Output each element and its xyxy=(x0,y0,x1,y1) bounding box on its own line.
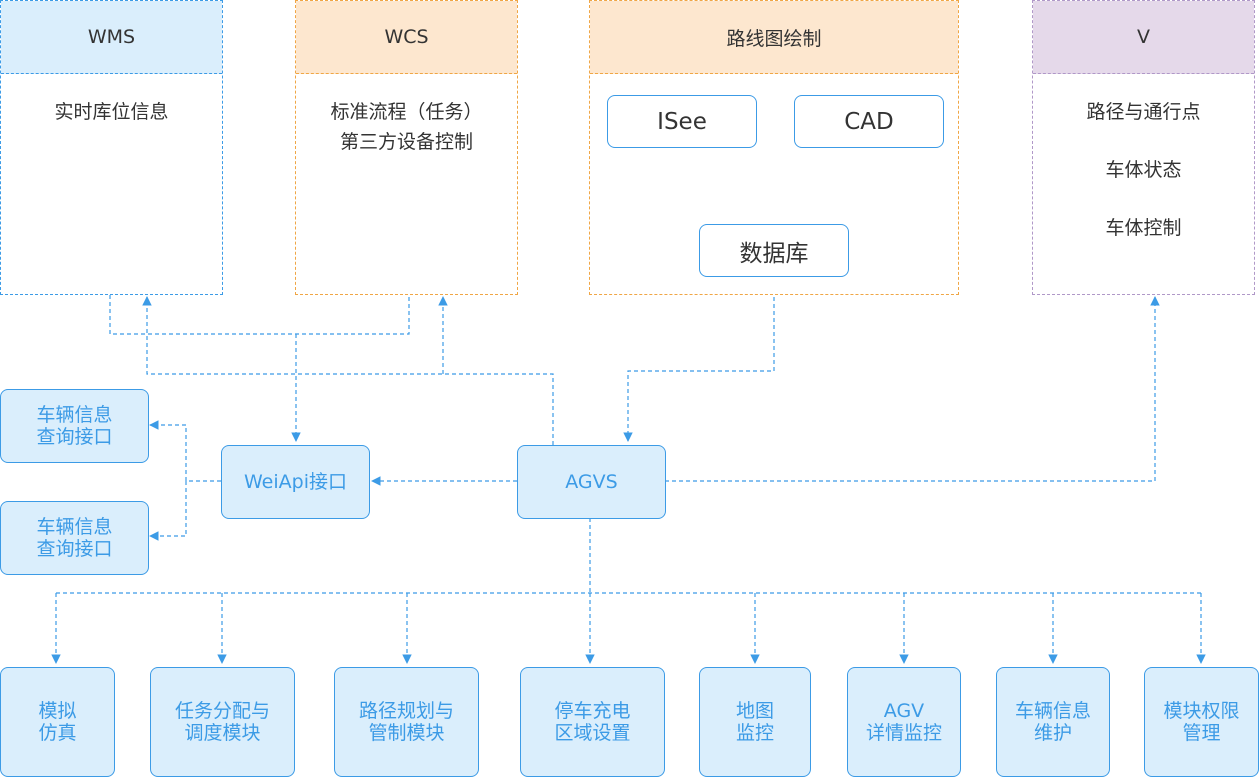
wms-panel: WMS 实时库位信息 xyxy=(0,0,223,295)
cad-box: CAD xyxy=(794,95,944,148)
module-task-scheduling: 任务分配与 调度模块 xyxy=(150,667,295,777)
module-parking-charging: 停车充电 区域设置 xyxy=(520,667,665,777)
module-map-monitor: 地图 监控 xyxy=(699,667,811,777)
v-line-2: 车体状态 xyxy=(1105,159,1182,181)
wms-line-1: 实时库位信息 xyxy=(54,101,169,123)
database-box: 数据库 xyxy=(699,224,849,277)
wcs-line-1: 标准流程（任务） xyxy=(330,101,483,123)
module-path-planning: 路径规划与 管制模块 xyxy=(334,667,479,777)
vehicle-query-interface-1: 车辆信息 查询接口 xyxy=(0,389,149,463)
wms-wcs-to-weiapi-line xyxy=(109,295,410,335)
agvs-node: AGVS xyxy=(517,445,666,519)
module-simulation: 模拟 仿真 xyxy=(0,667,115,777)
isee-box: ISee xyxy=(607,95,757,148)
v-line-3: 车体控制 xyxy=(1105,217,1182,239)
wcs-line-2: 第三方设备控制 xyxy=(339,131,473,153)
v-line-1: 路径与通行点 xyxy=(1086,101,1201,123)
wms-title: WMS xyxy=(1,1,222,74)
module-permission-management: 模块权限 管理 xyxy=(1144,667,1259,777)
module-agv-detail-monitor: AGV 详情监控 xyxy=(847,667,961,777)
vehicle-query-interface-2: 车辆信息 查询接口 xyxy=(0,501,149,575)
agvs-to-v-arrow xyxy=(665,296,1160,482)
weiapi-to-queries-line xyxy=(185,425,221,482)
module-vehicle-info-maintenance: 车辆信息 维护 xyxy=(996,667,1110,777)
v-title: V xyxy=(1033,1,1254,74)
wcs-title: WCS xyxy=(296,1,517,74)
weiapi-node: WeiApi接口 xyxy=(221,445,370,519)
database-to-agvs-arrow xyxy=(623,276,775,442)
to-query-2-arrow xyxy=(149,481,187,541)
v-panel: V 路径与通行点 车体状态 车体控制 xyxy=(1032,0,1255,295)
agvs-to-wms-arrow xyxy=(142,296,554,445)
route-title: 路线图绘制 xyxy=(590,1,958,74)
wcs-panel: WCS 标准流程（任务） 第三方设备控制 xyxy=(295,0,518,295)
